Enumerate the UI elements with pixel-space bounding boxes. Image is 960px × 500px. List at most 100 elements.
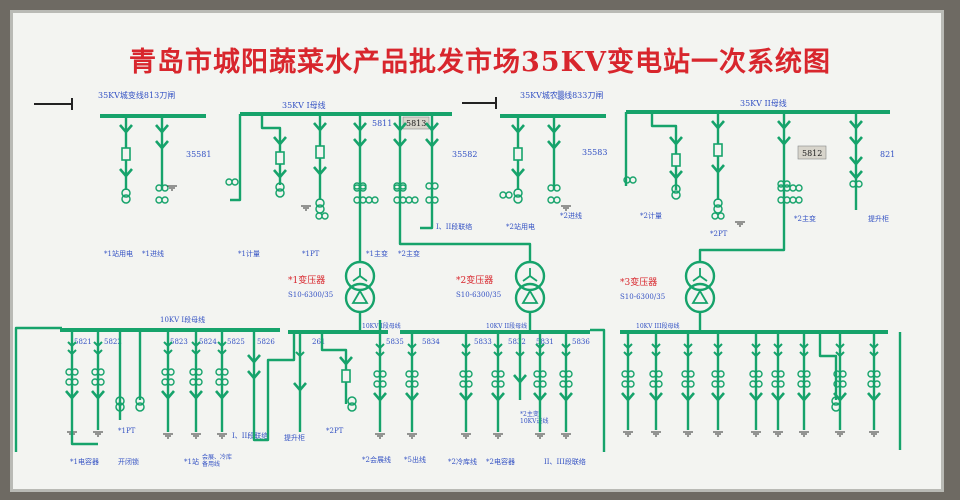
- code-5825: 5825: [227, 338, 245, 346]
- transformer-winding: [529, 275, 538, 282]
- disconnector-chevron: [511, 168, 525, 178]
- current-transformer-icon: [711, 212, 719, 220]
- current-transformer-icon: [803, 380, 811, 388]
- disconnector-chevron: [777, 120, 791, 130]
- potential-transformer-icon: [713, 198, 723, 208]
- transformer-2-model: S10-6300/35: [456, 291, 501, 299]
- arrow-down-icon: [835, 343, 845, 350]
- feeder-label-7: I、II段联络: [436, 222, 472, 231]
- disconnector-chevron: [353, 122, 367, 132]
- arrow-down-icon: [93, 349, 103, 356]
- transformer-1-name: *1变压器: [288, 274, 325, 286]
- disconnector-chevron: [273, 136, 287, 146]
- current-transformer-icon: [167, 368, 175, 376]
- current-transformer-icon: [221, 368, 229, 376]
- wire: [14, 326, 62, 452]
- disconnector-chevron: [425, 122, 439, 132]
- disconnector-chevron: [777, 136, 791, 146]
- code-5812: 5812: [802, 149, 822, 158]
- arrow-down-icon: [67, 341, 77, 348]
- code-5813: 5813: [406, 119, 426, 128]
- wire: [230, 114, 242, 202]
- current-transformer-icon: [411, 196, 419, 204]
- disconnector-chevron: [711, 120, 725, 130]
- potential-transformer-icon: [347, 402, 357, 412]
- arrow-down-icon: [535, 351, 545, 358]
- potential-transformer-icon: [347, 396, 357, 406]
- disconnector-chevron: [189, 390, 203, 400]
- bus-35kv-1: [240, 112, 452, 116]
- disconnector-chevron: [161, 390, 175, 400]
- current-transformer-icon: [627, 380, 635, 388]
- current-transformer-icon: [379, 380, 387, 388]
- current-transformer-icon: [655, 380, 663, 388]
- potential-transformer-icon: [115, 402, 125, 412]
- bottom-feeder-8: *2PT: [326, 427, 344, 435]
- bottom-feeder-2: 开闭锁: [118, 457, 139, 466]
- arrow-down-icon: [407, 343, 417, 350]
- disconnector-chevron: [849, 156, 863, 166]
- current-transformer-icon: [499, 191, 507, 199]
- potential-transformer-icon: [315, 204, 325, 214]
- feeder-label-13: 提升柜: [868, 214, 889, 223]
- disconnector-chevron: [155, 140, 169, 150]
- transformer-1-model: S10-6300/35: [288, 291, 333, 299]
- arrow-down-icon: [869, 351, 879, 358]
- current-transformer-icon: [97, 378, 105, 386]
- incoming-line1-label: 35KV城变线813刀闸: [98, 90, 175, 100]
- breaker-icon: [513, 147, 523, 161]
- current-transformer-icon: [411, 370, 419, 378]
- disconnector-chevron: [849, 136, 863, 146]
- disconnector-chevron: [393, 138, 407, 148]
- disconnector-chevron: [511, 124, 525, 134]
- wire: [320, 334, 348, 404]
- current-transformer-icon: [71, 368, 79, 376]
- code-5824: 5824: [199, 338, 217, 346]
- disconnector-chevron: [293, 382, 307, 392]
- disconnector-chevron: [373, 392, 387, 402]
- transformer-2-name: *2变压器: [456, 274, 493, 286]
- potential-transformer-icon: [121, 194, 131, 204]
- disconnector-chevron: [711, 164, 725, 174]
- arrow-down-icon: [375, 351, 385, 358]
- transformer-winding: [699, 275, 708, 282]
- transformer-winding: [352, 275, 361, 282]
- feeder-label-1: *1站用电: [104, 249, 133, 258]
- bus-10kv-1b-label: 10KV I段母线: [362, 322, 401, 330]
- arrow-down-icon: [67, 349, 77, 356]
- potential-transformer-icon: [115, 396, 125, 406]
- disconnector-chevron: [547, 124, 561, 134]
- current-transformer-icon: [221, 378, 229, 386]
- disconnector-chevron: [405, 392, 419, 402]
- current-transformer-icon: [873, 380, 881, 388]
- potential-transformer-icon: [831, 396, 841, 406]
- code-5831: 5831: [536, 338, 554, 346]
- code-5836: 5836: [572, 338, 590, 346]
- arrow-down-icon: [191, 349, 201, 356]
- transformer-2-symbol: [514, 282, 546, 314]
- bottom-feeder-10: *5出线: [404, 455, 426, 464]
- arrow-down-icon: [623, 343, 633, 350]
- wire: [818, 334, 838, 400]
- current-transformer-icon: [431, 182, 439, 190]
- feeder-label-6: *2主变: [398, 249, 420, 258]
- current-transformer-icon: [565, 380, 573, 388]
- disconnector-chevron: [547, 140, 561, 150]
- code-5834: 5834: [422, 338, 440, 346]
- current-transformer-icon: [873, 370, 881, 378]
- code-261: 261: [312, 338, 325, 346]
- arrow-down-icon: [683, 343, 693, 350]
- arrow-down-icon: [713, 351, 723, 358]
- code-5826: 5826: [257, 338, 275, 346]
- code-5822: 5822: [104, 338, 122, 346]
- bottom-feeder-11: *2冷库线: [448, 457, 477, 466]
- wire: [398, 240, 532, 262]
- code-5823: 5823: [170, 338, 188, 346]
- current-transformer-icon: [655, 370, 663, 378]
- breaker-icon: [713, 143, 723, 157]
- disconnector-chevron: [119, 124, 133, 134]
- wire: [252, 332, 296, 442]
- bottom-feeder-5: 会展、冷库备用线: [202, 453, 232, 468]
- current-transformer-icon: [97, 368, 105, 376]
- breaker-icon: [121, 147, 131, 161]
